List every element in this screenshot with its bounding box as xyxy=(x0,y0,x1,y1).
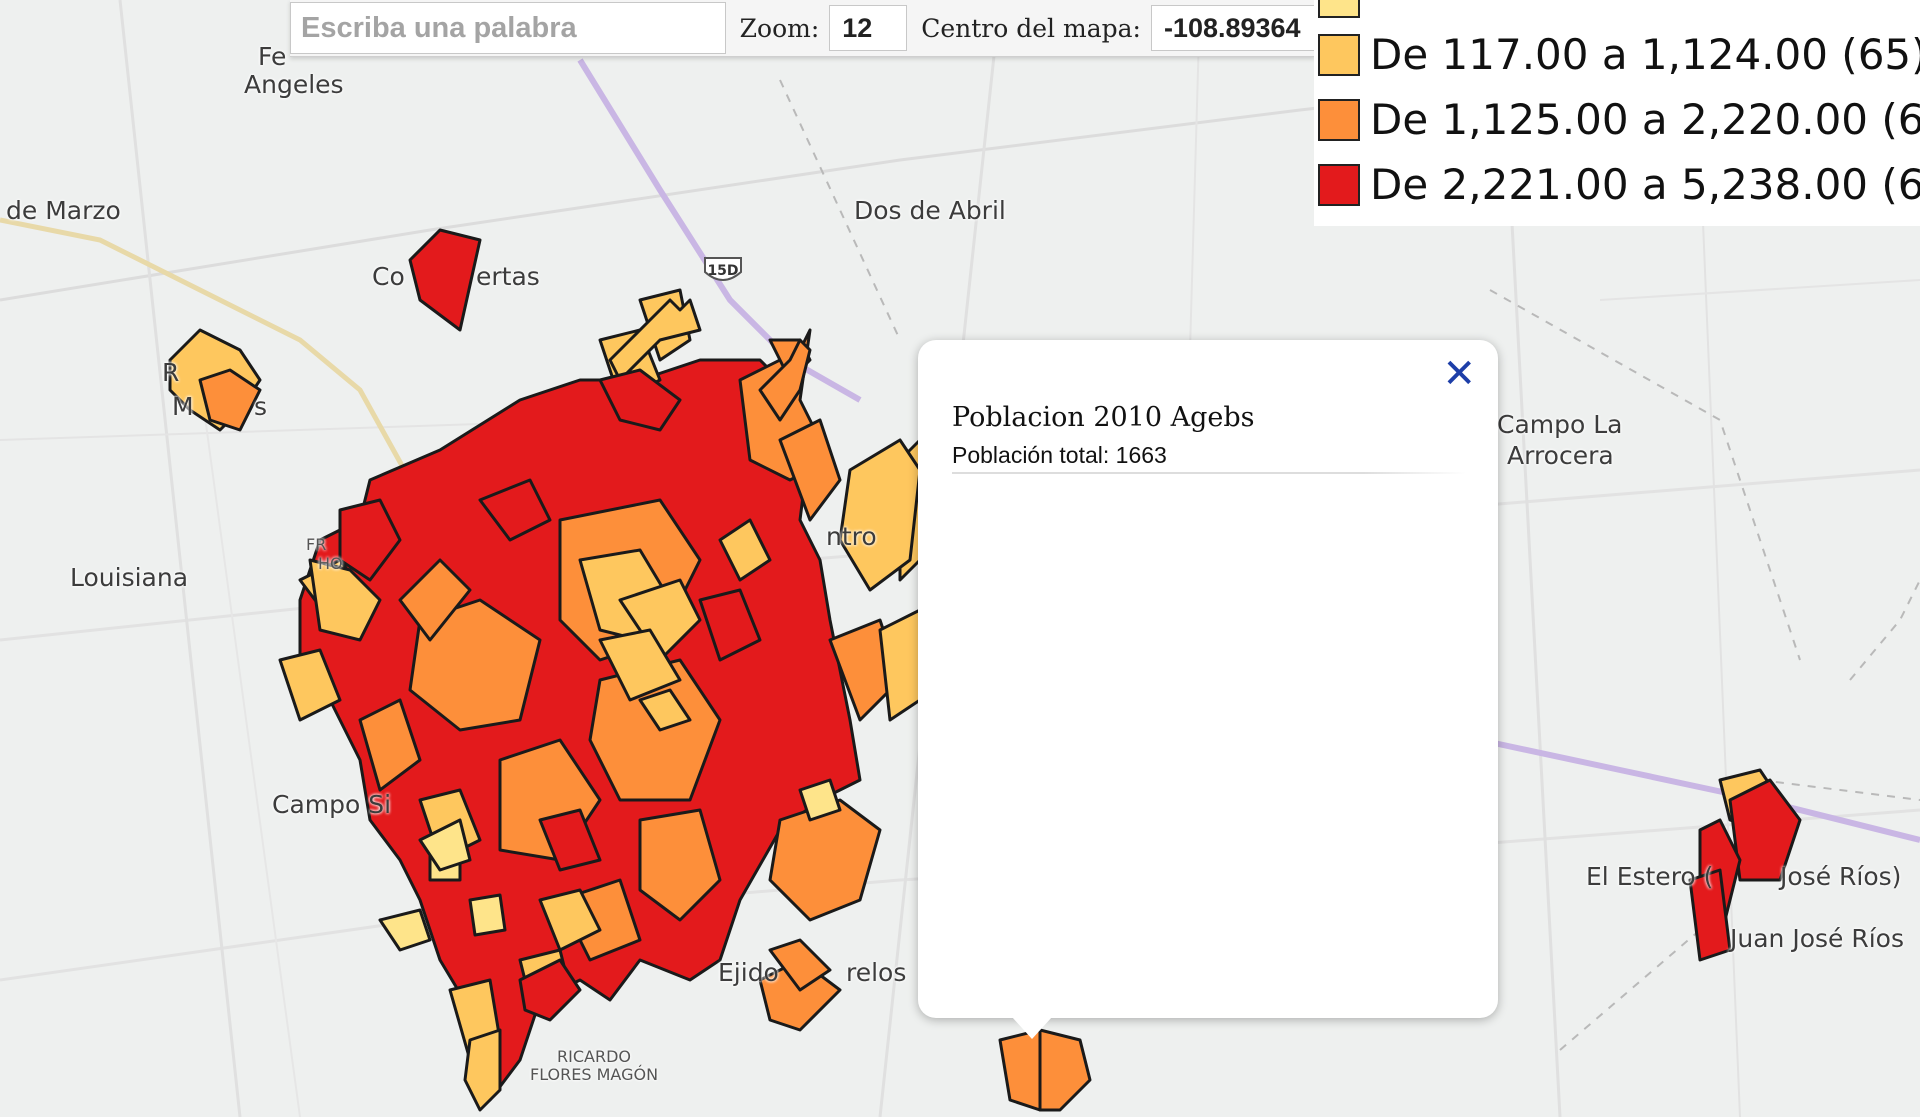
place-relos: relos xyxy=(846,958,907,987)
info-popup: ✕ Poblacion 2010 Agebs Población total: … xyxy=(918,340,1498,1018)
place-m: M xyxy=(172,392,194,421)
place-ricardo-line2: FLORES MAGÓN xyxy=(530,1065,659,1084)
shield-icon xyxy=(704,257,742,281)
place-ho: HO xyxy=(318,554,343,573)
legend-item-1: De 117.00 a 1,124.00 (65) xyxy=(1318,30,1920,79)
place-ricardo-flores-magon: RICARDO FLORES MAGÓN xyxy=(530,1048,658,1084)
place-ntro: ntro xyxy=(826,522,877,551)
highway-shield: 15D xyxy=(701,254,745,288)
place-juan-jose-rios: Juan José Ríos xyxy=(1730,924,1904,953)
place-ertas: ertas xyxy=(476,262,540,291)
place-r: R xyxy=(162,358,180,387)
place-jose-rios: José Ríos) xyxy=(1780,862,1902,891)
place-el-estero: El Estero ( xyxy=(1586,862,1714,891)
place-ricardo-line1: RICARDO xyxy=(557,1047,632,1066)
place-fe: Fe xyxy=(258,42,287,71)
ageb-polygons[interactable] xyxy=(168,228,1802,1112)
place-campo-si: Campo Si xyxy=(272,790,392,819)
legend-swatch xyxy=(1318,0,1360,18)
place-angeles: Angeles xyxy=(244,70,344,99)
legend-item-partial xyxy=(1318,0,1370,18)
map-center-label: Centro del mapa: xyxy=(921,13,1141,43)
place-arrocera: Arrocera xyxy=(1507,441,1614,470)
place-campo-la: Campo La xyxy=(1497,410,1623,439)
search-input[interactable] xyxy=(290,2,726,54)
popup-title: Poblacion 2010 Agebs xyxy=(952,402,1255,433)
legend-item-3: De 2,221.00 a 5,238.00 (65) xyxy=(1318,160,1920,209)
popup-tip xyxy=(1012,1017,1052,1039)
legend-swatch xyxy=(1318,98,1360,141)
zoom-label: Zoom: xyxy=(739,13,820,43)
popup-divider xyxy=(952,472,1466,474)
place-louisiana: Louisiana xyxy=(70,563,189,592)
place-fr: FR xyxy=(306,535,327,554)
legend-swatch xyxy=(1318,163,1360,206)
close-icon[interactable]: ✕ xyxy=(1442,351,1476,397)
highway-shield-label: 15D xyxy=(707,263,739,279)
place-ejido: Ejido xyxy=(718,958,779,987)
place-co: Co xyxy=(372,262,405,291)
map-center-field[interactable]: -108.89364 xyxy=(1150,5,1316,51)
place-de-marzo: de Marzo xyxy=(6,196,121,225)
legend-label: De 2,221.00 a 5,238.00 (65) xyxy=(1370,160,1920,209)
map-toolbar: Zoom: 12 Centro del mapa: -108.89364 xyxy=(290,0,1316,57)
place-dos-de-abril: Dos de Abril xyxy=(854,196,1006,225)
zoom-field[interactable]: 12 xyxy=(829,5,908,51)
legend-swatch xyxy=(1318,33,1360,76)
map-legend: De 117.00 a 1,124.00 (65) De 1,125.00 a … xyxy=(1314,0,1920,226)
legend-label: De 117.00 a 1,124.00 (65) xyxy=(1370,30,1920,79)
legend-item-2: De 1,125.00 a 2,220.00 (66) xyxy=(1318,95,1920,144)
popup-body: Población total: 1663 xyxy=(952,442,1167,468)
place-s: s xyxy=(254,392,268,421)
legend-label: De 1,125.00 a 2,220.00 (66) xyxy=(1370,95,1920,144)
